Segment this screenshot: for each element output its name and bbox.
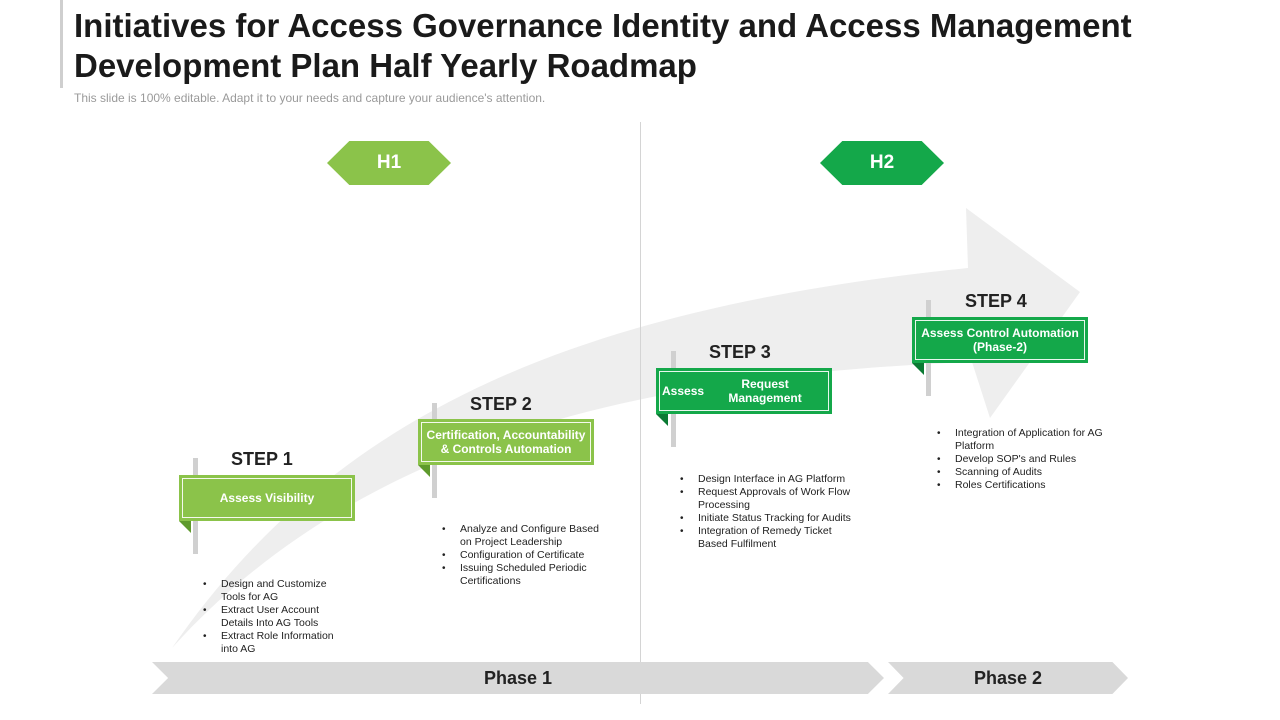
step-3-title: STEP 3 [709, 342, 771, 362]
list-item: Initiate Status Tracking for Audits [678, 512, 858, 525]
step-4-box-label: Assess Control Automation (Phase-2) [915, 320, 1085, 360]
step-2-box-fold [418, 465, 430, 477]
step-4-box-fold [912, 363, 924, 375]
list-item: Design and Customize Tools for AG [201, 578, 351, 604]
title-accent-bar [60, 0, 63, 88]
step-2-bullets: Analyze and Configure Based on Project L… [440, 523, 610, 588]
step-3-box: Assess Request Management [656, 368, 832, 414]
half-divider-line [640, 122, 641, 704]
step-4-title: STEP 4 [965, 291, 1027, 311]
page-title: Initiatives for Access Governance Identi… [74, 7, 1132, 84]
list-item: Develop SOP's and Rules [935, 453, 1110, 466]
step-3-box-line-1: Assess [662, 384, 705, 398]
list-item: Analyze and Configure Based on Project L… [440, 523, 610, 549]
list-item: Integration of Application for AG Platfo… [935, 427, 1110, 453]
list-item: Extract User Account Details Into AG Too… [201, 604, 351, 630]
step-1-box: Assess Visibility [179, 475, 355, 521]
step-1-box-fold [179, 521, 191, 533]
list-item: Design Interface in AG Platform [678, 473, 858, 486]
step-3-box-label: Assess Request Management [659, 371, 829, 411]
h1-label: H1 [376, 152, 402, 173]
h2-label: H2 [869, 152, 895, 173]
list-item: Integration of Remedy Ticket Based Fulfi… [678, 525, 858, 551]
step-1-bullets: Design and Customize Tools for AG Extrac… [201, 578, 351, 656]
h1-badge: H1 [327, 141, 451, 185]
step-1-box-label: Assess Visibility [182, 478, 352, 518]
phase-2-label: Phase 2 [973, 667, 1043, 688]
phase-2-chevron: Phase 2 [888, 662, 1128, 694]
step-4-box: Assess Control Automation (Phase-2) [912, 317, 1088, 363]
list-item: Extract Role Information into AG [201, 630, 351, 656]
list-item: Request Approvals of Work Flow Processin… [678, 486, 858, 512]
step-3-box-fold [656, 414, 668, 426]
list-item: Roles Certifications [935, 479, 1110, 492]
phase-1-label: Phase 1 [483, 667, 553, 688]
phase-1-chevron: Phase 1 [152, 662, 884, 694]
list-item: Scanning of Audits [935, 466, 1110, 479]
step-2-title: STEP 2 [470, 394, 532, 414]
step-4-bullets: Integration of Application for AG Platfo… [935, 427, 1110, 492]
step-2-box: Certification, Accountability & Controls… [418, 419, 594, 465]
step-2-box-label: Certification, Accountability & Controls… [421, 422, 591, 462]
step-3-box-line-2: Request Management [728, 377, 802, 405]
step-1-title: STEP 1 [231, 449, 293, 469]
growth-arrow-shape [172, 208, 1080, 648]
step-3-bullets: Design Interface in AG Platform Request … [678, 473, 858, 551]
page-subtitle: This slide is 100% editable. Adapt it to… [74, 91, 546, 105]
list-item: Configuration of Certificate [440, 549, 610, 562]
list-item: Issuing Scheduled Periodic Certification… [440, 562, 610, 588]
h2-badge: H2 [820, 141, 944, 185]
